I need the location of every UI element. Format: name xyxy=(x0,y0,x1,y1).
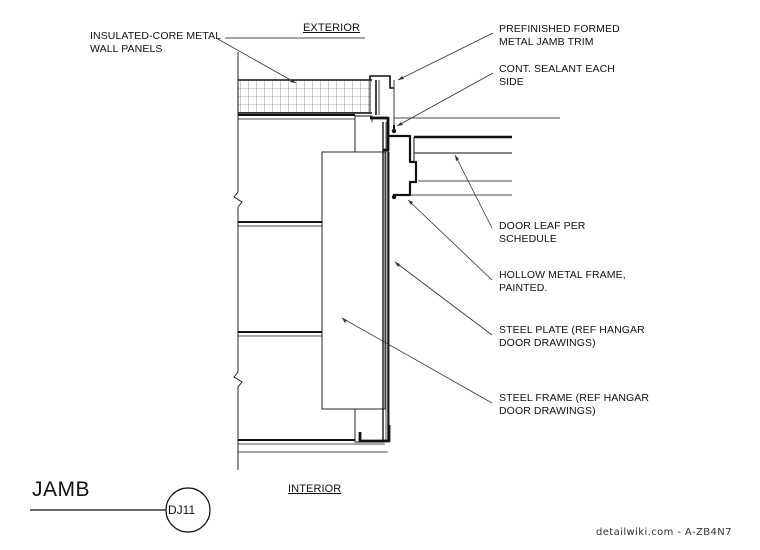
structure-lines xyxy=(238,114,388,453)
hollow-metal-frame xyxy=(358,116,418,443)
jamb-trim-label: PREFINISHED FORMED METAL JAMB TRIM xyxy=(499,23,620,49)
detail-tag: DJ11 xyxy=(168,503,196,517)
steel-plate-line-1: STEEL PLATE (REF HANGAR xyxy=(499,324,645,336)
sealant-line-1: CONT. SEALANT EACH xyxy=(499,63,615,75)
steel-frame xyxy=(321,151,386,410)
steel-frame-line-2: DOOR DRAWINGS) xyxy=(499,405,596,417)
hollow-frame-line-2: PAINTED. xyxy=(499,282,548,294)
insulated-wall-panel xyxy=(237,79,372,114)
wall-panels-line-2: WALL PANELS xyxy=(90,43,163,55)
hollow-frame-line-1: HOLLOW METAL FRAME, xyxy=(499,269,626,281)
watermark: detailwiki.com - A-ZB4N7 xyxy=(596,527,732,538)
steel-frame-line-1: STEEL FRAME (REF HANGAR xyxy=(499,392,650,404)
exterior-label: EXTERIOR xyxy=(303,22,361,34)
interior-label: INTERIOR xyxy=(288,483,342,495)
door-leaf-line-2: SCHEDULE xyxy=(499,233,557,245)
wall-left-edge xyxy=(233,52,243,470)
leader-lines xyxy=(215,32,494,404)
wall-panels-line-1: INSULATED-CORE METAL xyxy=(90,30,222,42)
sealant-label: CONT. SEALANT EACH SIDE xyxy=(499,63,615,89)
door-leaf-label: DOOR LEAF PER SCHEDULE xyxy=(499,220,585,246)
jamb-trim-line-1: PREFINISHED FORMED xyxy=(499,23,620,35)
detail-tag-circle xyxy=(165,487,211,533)
door-leaf xyxy=(394,117,560,196)
steel-plate xyxy=(354,115,389,443)
steel-frame-label: STEEL FRAME (REF HANGAR DOOR DRAWINGS) xyxy=(499,392,649,418)
drawing-title: JAMB xyxy=(32,478,91,501)
hollow-frame-label: HOLLOW METAL FRAME, PAINTED. xyxy=(499,269,626,295)
sealant-line-2: SIDE xyxy=(499,76,524,88)
jamb-trim xyxy=(369,75,395,132)
wall-panels-label: INSULATED-CORE METAL WALL PANELS xyxy=(90,30,221,56)
steel-plate-label: STEEL PLATE (REF HANGAR DOOR DRAWINGS) xyxy=(499,324,645,350)
jamb-trim-line-2: METAL JAMB TRIM xyxy=(499,36,594,48)
steel-plate-line-2: DOOR DRAWINGS) xyxy=(499,337,596,349)
door-leaf-line-1: DOOR LEAF PER xyxy=(499,220,586,232)
